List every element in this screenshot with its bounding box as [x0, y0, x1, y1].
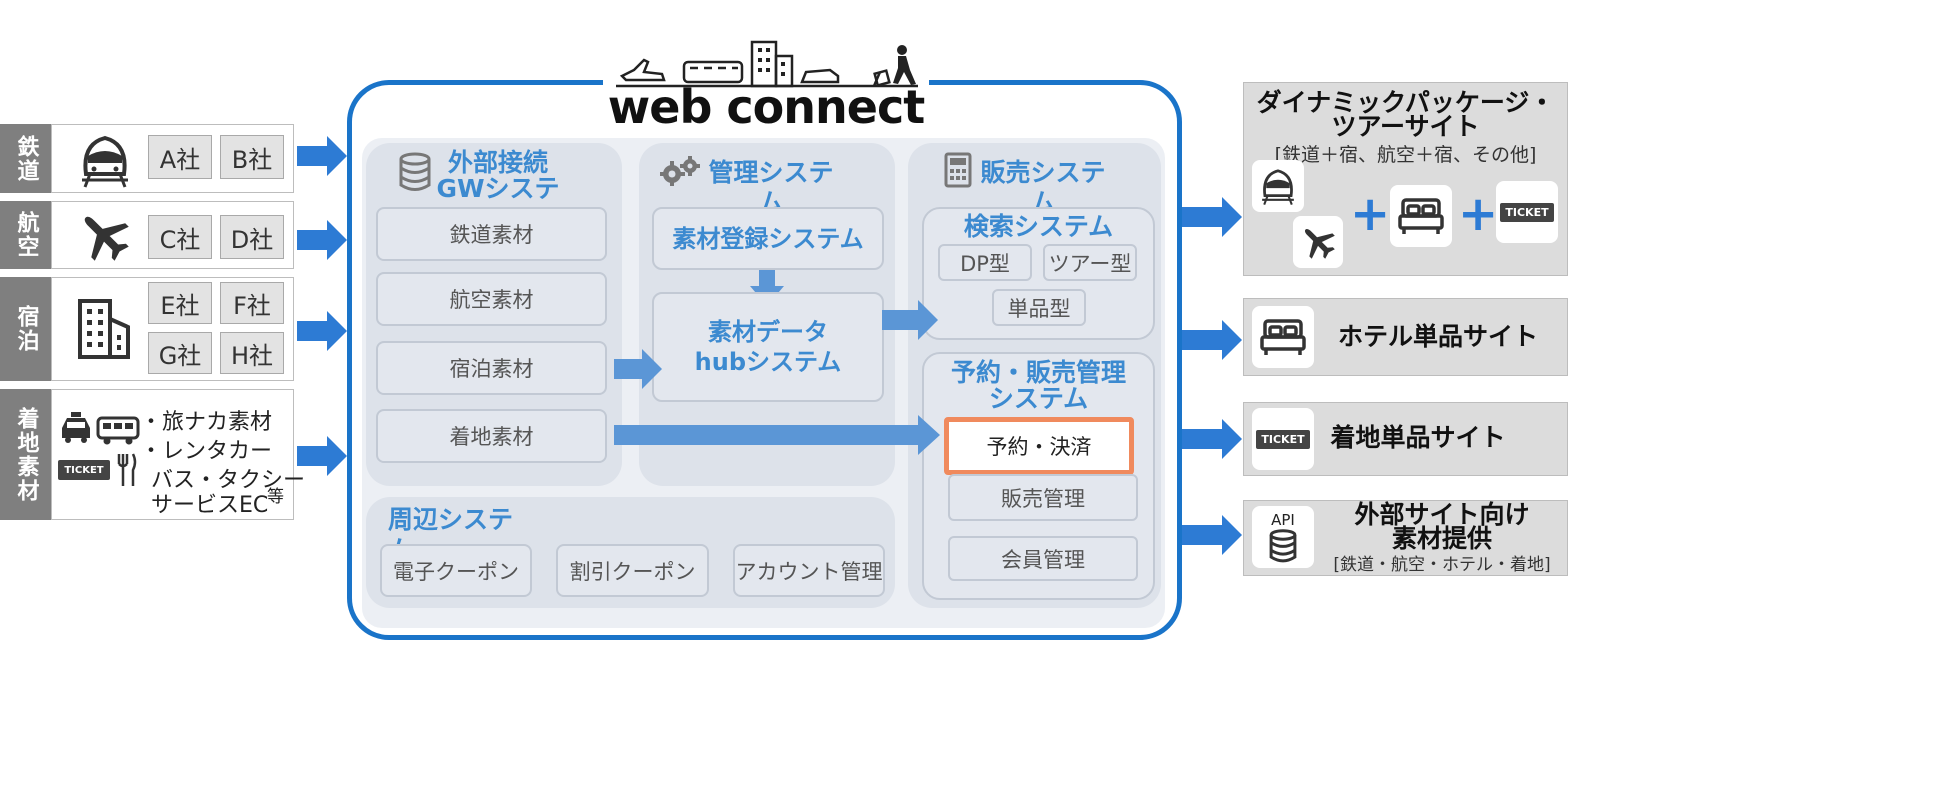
ticket-icon: TICKET	[58, 460, 110, 480]
material-box: 航空素材	[376, 272, 607, 326]
arrow-lodging-to-hub	[614, 349, 662, 389]
calculator-icon	[944, 152, 972, 188]
local-item: ・旅ナカ素材	[140, 410, 273, 435]
sales-management-box: 販売管理	[948, 474, 1138, 521]
api-provision-sub: [鉄道・航空・ホテル・着地]	[1333, 555, 1551, 575]
fork-knife-icon	[116, 452, 138, 488]
database-icon	[398, 152, 432, 192]
arrow-down	[750, 270, 784, 306]
company-box: G社	[148, 332, 212, 374]
arrow-to-hotel-site	[1182, 320, 1242, 360]
peripheral-item: 電子クーポン	[380, 544, 532, 597]
bed-icon	[1390, 185, 1452, 247]
ticket-label: TICKET	[1256, 429, 1310, 449]
company-box: D社	[220, 215, 284, 259]
ticket-icon: TICKET	[1496, 181, 1558, 243]
booking-payment-box: 予約・決済	[944, 417, 1134, 475]
api-provision-title: 素材提供	[1391, 524, 1492, 553]
local-item: サービスEC	[151, 493, 269, 518]
taxi-icon	[58, 410, 94, 444]
local-item: ・レンタカー	[140, 439, 273, 464]
hub-title-line: hubシステム	[694, 348, 842, 376]
building-icon	[76, 297, 134, 361]
external-gw-title: 外部接続	[447, 148, 548, 177]
etc-label: 等	[267, 487, 284, 507]
arrow-lodging	[297, 311, 347, 351]
gears-icon	[659, 156, 702, 187]
airplane-icon	[1293, 216, 1343, 268]
company-box: A社	[148, 135, 212, 179]
airplane-icon	[76, 208, 132, 264]
ticket-icon: TICKET	[1252, 408, 1314, 470]
category-label-lodging: 宿泊	[0, 277, 51, 381]
dp-tour-site-title: ダイナミックパッケージ・	[1256, 88, 1555, 117]
plus-icon: +	[1458, 186, 1499, 242]
material-box: 宿泊素材	[376, 341, 607, 395]
supplier-panel-local	[51, 389, 294, 520]
search-system-title: 検索システム	[963, 212, 1114, 241]
hub-title-line: 素材データ	[708, 318, 828, 346]
booking-system-title: 予約・販売管理	[950, 358, 1126, 387]
logo-illustration	[612, 38, 922, 92]
plus-icon: +	[1350, 186, 1391, 242]
bus-icon	[96, 414, 140, 446]
local-item: バス・タクシー	[151, 468, 306, 493]
company-box: B社	[220, 135, 284, 179]
arrow-to-api	[1182, 515, 1242, 555]
material-box: 鉄道素材	[376, 207, 607, 261]
hotel-site-title: ホテル単品サイト	[1337, 322, 1538, 351]
database-icon	[1269, 529, 1297, 563]
member-management-box: 会員管理	[948, 536, 1138, 581]
company-box: F社	[220, 282, 284, 324]
api-provision-title: 外部サイト向け	[1354, 500, 1530, 529]
arrow-air	[297, 220, 347, 260]
ticket-label: TICKET	[1500, 202, 1554, 222]
local-site-title: 着地単品サイト	[1330, 423, 1506, 452]
train-icon	[76, 130, 134, 190]
logo-text: web connect	[607, 80, 925, 134]
peripheral-item: アカウント管理	[733, 544, 885, 597]
search-type-box: ツアー型	[1043, 244, 1137, 281]
arrow-to-dp-site	[1182, 197, 1242, 237]
arrow-rail	[297, 136, 347, 176]
bed-icon	[1252, 306, 1314, 368]
api-card: API	[1252, 506, 1314, 568]
company-box: C社	[148, 215, 212, 259]
search-type-box: DP型	[938, 244, 1032, 281]
train-icon	[1252, 160, 1304, 212]
arrow-to-local-site	[1182, 419, 1242, 459]
company-box: E社	[148, 282, 212, 324]
booking-system-title: システム	[988, 384, 1089, 413]
api-label: API	[1271, 511, 1295, 529]
material-hub-system: 素材データ hubシステム	[652, 292, 884, 402]
company-box: H社	[220, 332, 284, 374]
dp-tour-site-sub: [鉄道＋宿、航空＋宿、その他]	[1274, 144, 1537, 166]
category-label-rail: 鉄道	[0, 124, 51, 193]
material-register-system: 素材登録システム	[652, 207, 884, 270]
dp-tour-site-title: ツアーサイト	[1331, 112, 1480, 141]
arrow-local	[297, 436, 347, 476]
arrow-hub-to-search	[882, 300, 938, 340]
category-label-local: 着地素材	[0, 389, 51, 520]
category-label-air: 航空	[0, 201, 51, 269]
search-type-box: 単品型	[992, 289, 1086, 326]
peripheral-item: 割引クーポン	[556, 544, 709, 597]
arrow-local-to-booking	[614, 415, 940, 455]
material-box: 着地素材	[376, 409, 607, 463]
